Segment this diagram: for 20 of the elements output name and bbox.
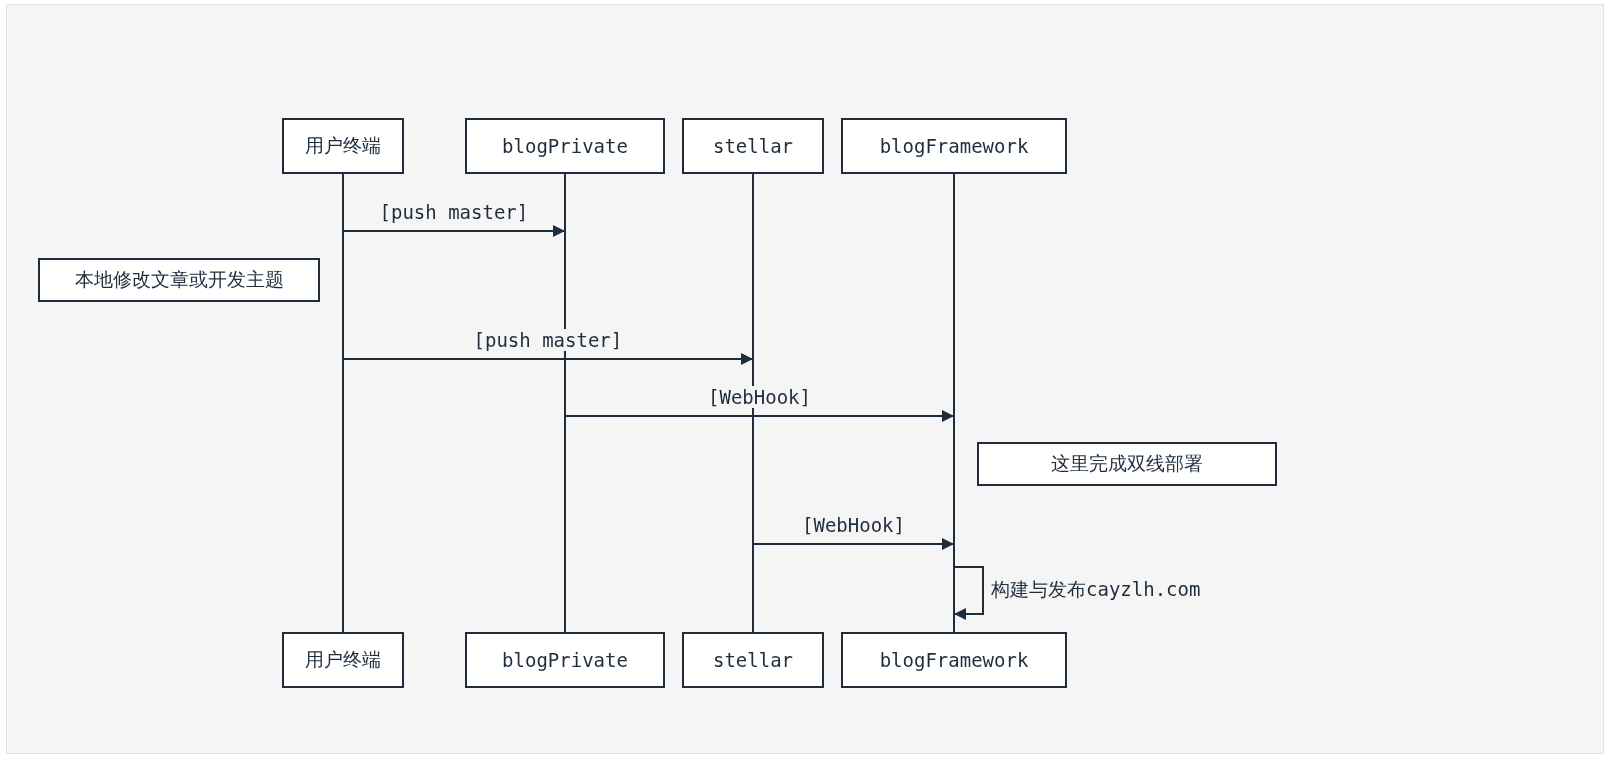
lifeline [342, 174, 344, 632]
lifeline [564, 174, 566, 632]
note-box: 这里完成双线部署 [977, 442, 1277, 486]
message-arrow [343, 353, 753, 365]
participant-box: 用户终端 [282, 632, 404, 688]
message-arrow [954, 566, 984, 620]
lifeline [752, 174, 754, 632]
message-arrow [753, 538, 954, 550]
participant-box: stellar [682, 118, 824, 174]
note-box: 本地修改文章或开发主题 [38, 258, 320, 302]
edge-label: 构建与发布cayzlh.com [989, 578, 1203, 600]
participant-box: 用户终端 [282, 118, 404, 174]
participant-box: blogFramework [841, 632, 1067, 688]
participant-box: blogPrivate [465, 632, 665, 688]
message-arrow [343, 225, 565, 237]
participant-box: blogFramework [841, 118, 1067, 174]
lifeline [953, 174, 955, 632]
participant-box: blogPrivate [465, 118, 665, 174]
participant-box: stellar [682, 632, 824, 688]
message-arrow [565, 410, 954, 422]
